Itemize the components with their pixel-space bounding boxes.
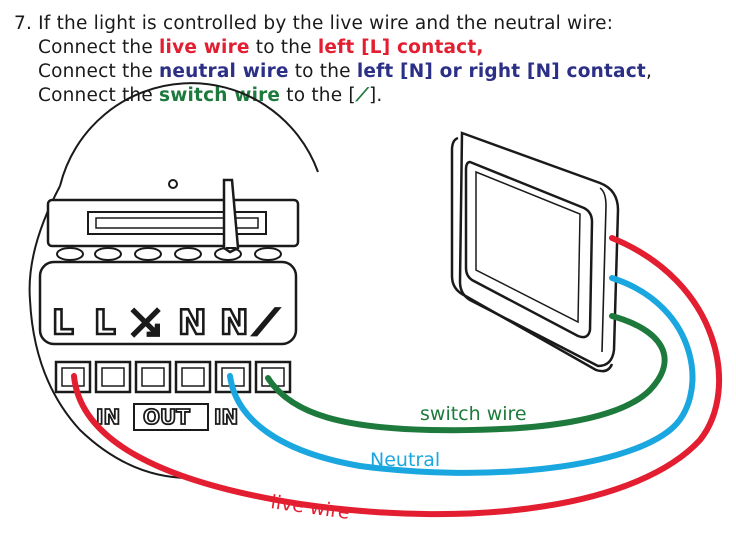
instruction-neutral-wire: Connect the neutral wire to the left [N]… <box>14 60 729 84</box>
label-in-right: IN <box>214 405 238 429</box>
terminal-n-right: N <box>220 303 248 343</box>
neutral-wire-highlight: neutral wire <box>159 61 289 82</box>
terminal-screws <box>56 247 282 261</box>
instruction-step-7: 7. If the light is controlled by the liv… <box>14 12 729 36</box>
terminal-l-right: L <box>94 303 116 343</box>
live-wire-label: live wire <box>269 491 351 524</box>
screwdriver <box>222 178 240 254</box>
terminal-holes <box>54 360 292 394</box>
text: ]. <box>368 85 383 106</box>
terminal-switch-icon: ⟋ <box>252 303 279 343</box>
terminal-load-icon: ⤯ <box>132 303 159 343</box>
n-contact-highlight: left [N] or right [N] contact <box>356 61 646 82</box>
instruction-live-wire: Connect the live wire to the left [L] co… <box>14 36 729 60</box>
relay-module: L L ⤯ N N ⟋ IN OUT IN <box>28 82 319 479</box>
terminal-n-left: N <box>178 303 206 343</box>
instructions: 7. If the light is controlled by the liv… <box>14 12 729 108</box>
text: Connect the <box>38 61 160 82</box>
terminal-l-left: L <box>52 303 74 343</box>
left-l-contact-highlight: left [L] contact, <box>317 37 484 58</box>
switch-wire-label: switch wire <box>420 403 527 425</box>
label-out: OUT <box>143 405 190 429</box>
switch-contact-icon: ⟋ <box>355 85 369 106</box>
text: to the <box>288 61 357 82</box>
neutral-wire <box>227 275 696 476</box>
neutral-wire-label: Neutral <box>370 449 440 471</box>
text: to the <box>249 37 318 58</box>
live-wire-highlight: live wire <box>159 37 250 58</box>
wall-switch <box>450 131 620 373</box>
switch-wire-highlight: switch wire <box>159 85 281 106</box>
switch-wire <box>265 313 668 434</box>
text: Connect the <box>38 37 160 58</box>
label-in-left: IN <box>96 405 120 429</box>
step-heading: 7. If the light is controlled by the liv… <box>14 13 614 34</box>
text: to the [ <box>280 85 356 106</box>
text: , <box>645 61 653 82</box>
live-wire <box>71 235 722 518</box>
